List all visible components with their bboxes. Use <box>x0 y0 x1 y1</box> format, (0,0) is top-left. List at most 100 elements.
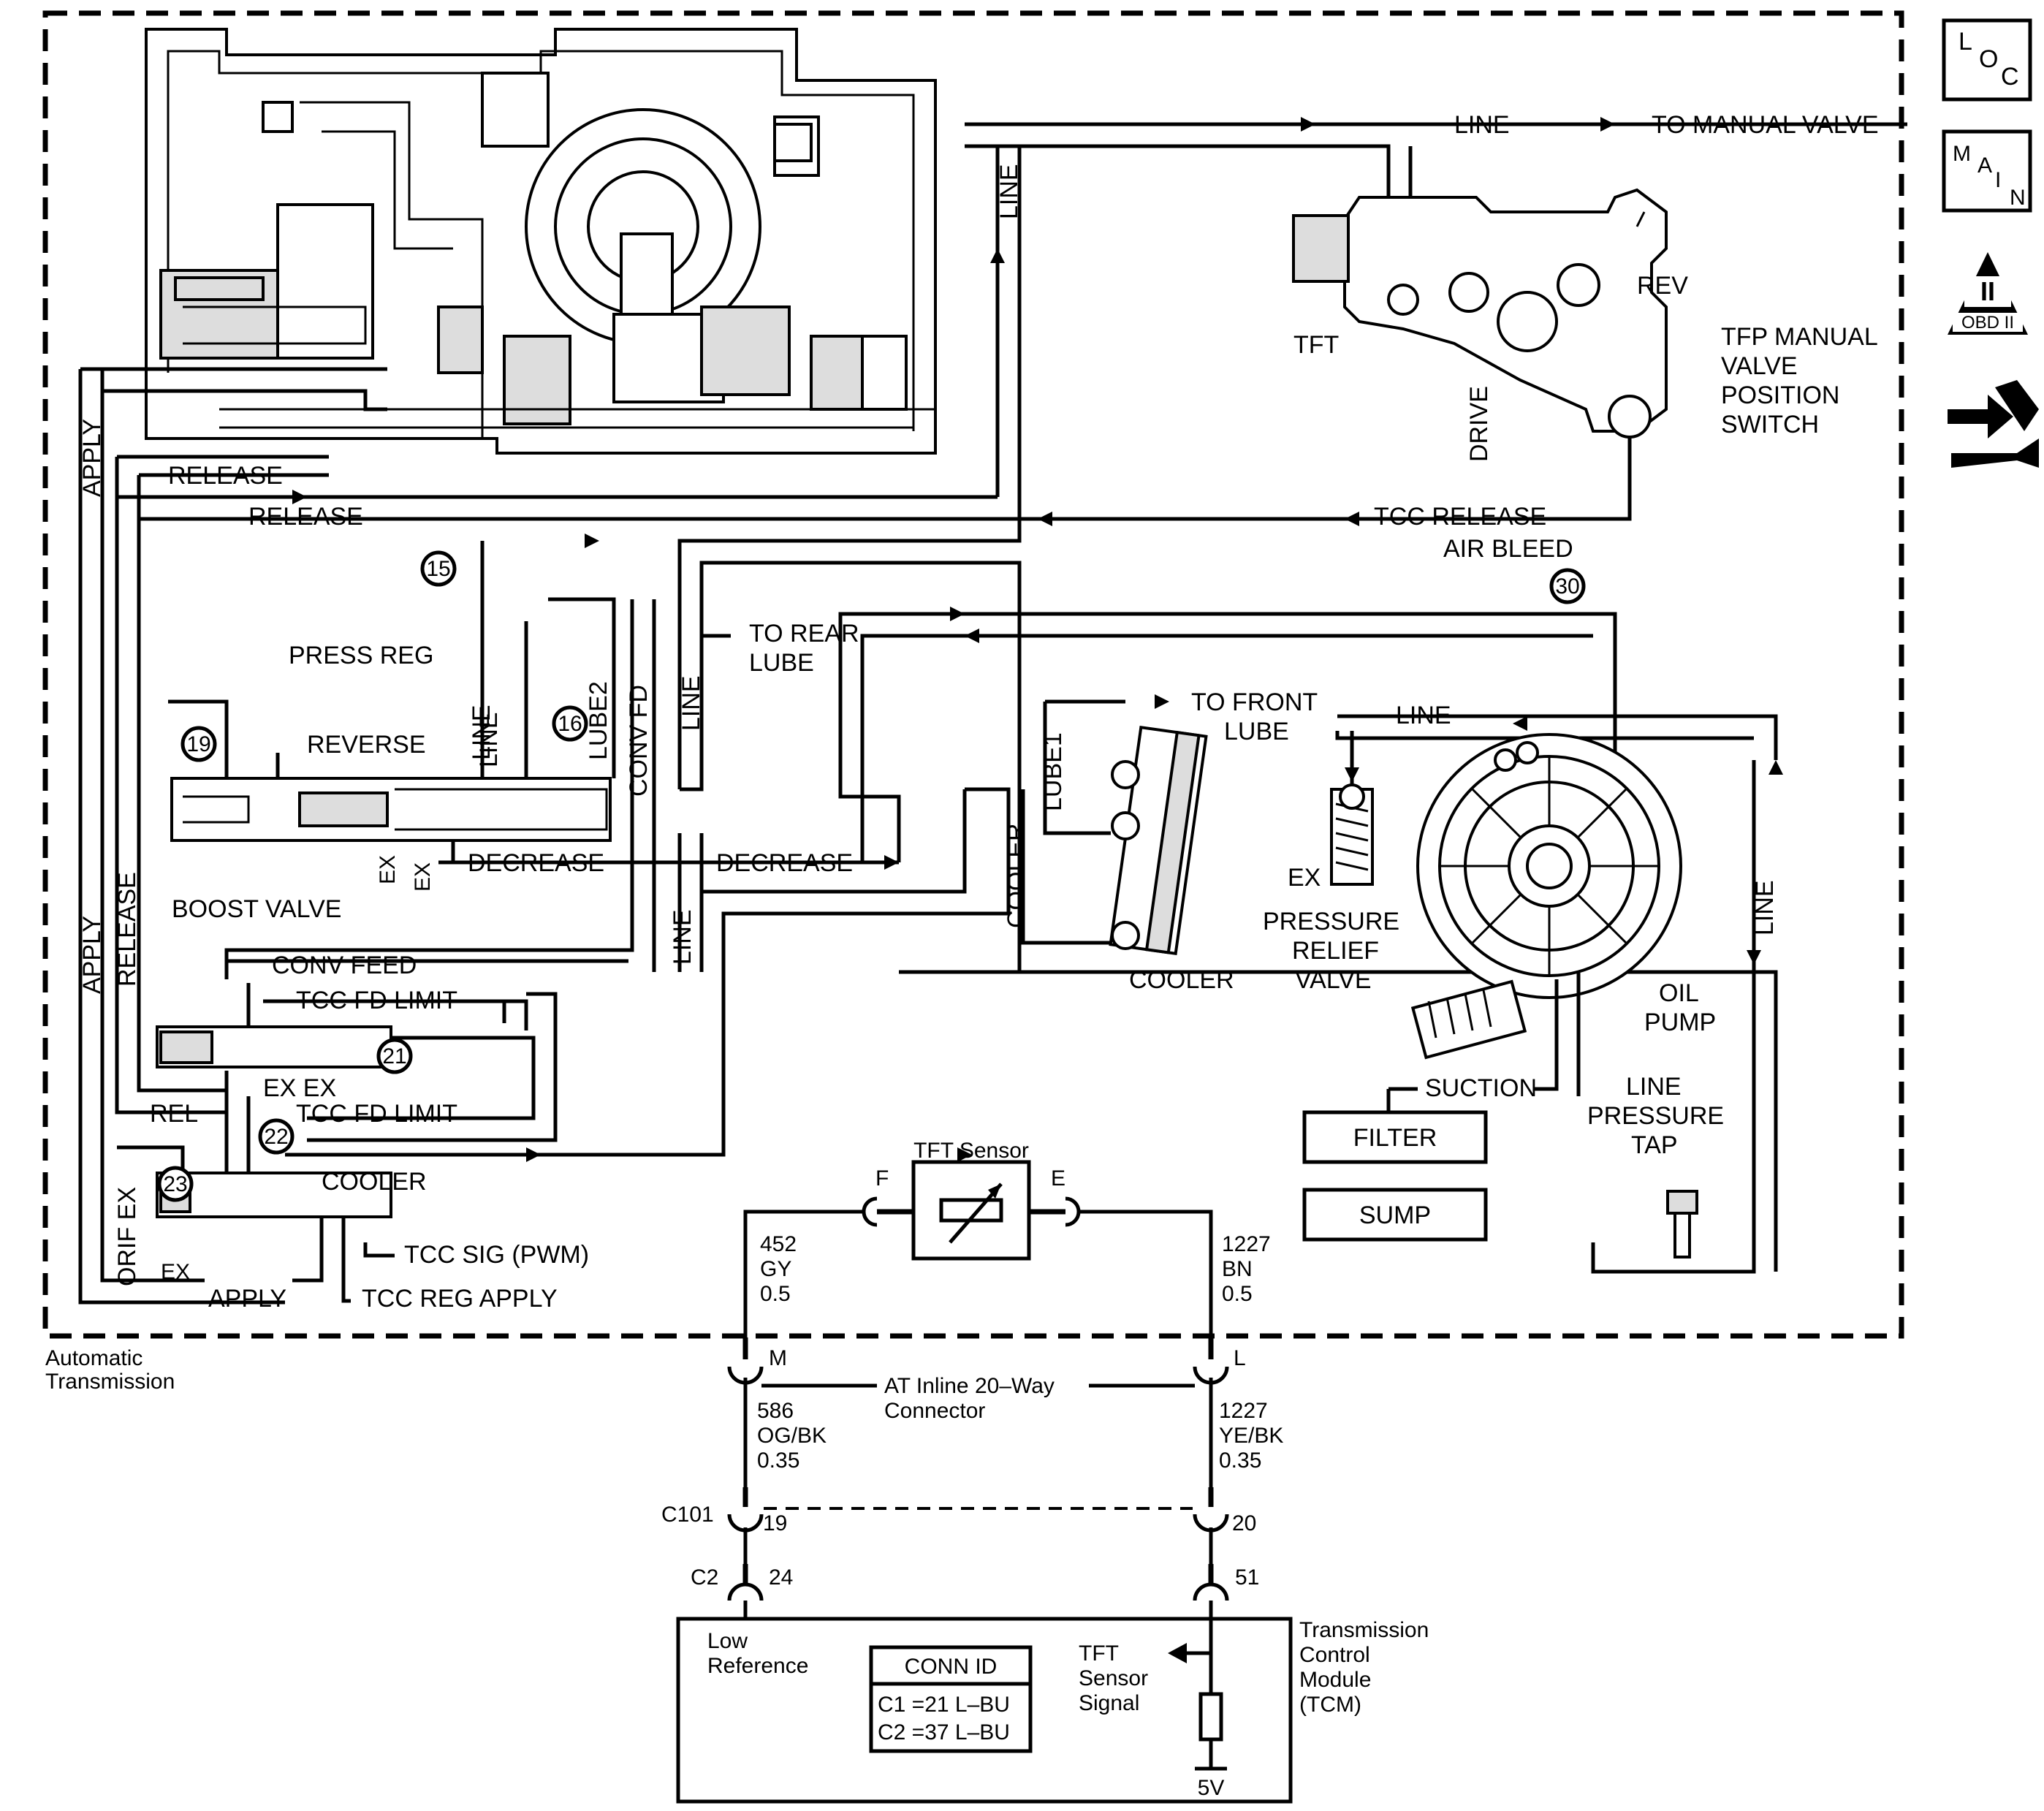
line-label-pump: LINE <box>1396 702 1451 729</box>
automatic-transmission-boundary <box>42 10 1904 1339</box>
conn-id-row-2: C2 =37 L–BU <box>878 1720 1010 1744</box>
boost-valve-label: BOOST VALVE <box>172 895 341 923</box>
at-label-1: Automatic <box>45 1346 143 1370</box>
oil-pump-1: OIL <box>1659 979 1699 1007</box>
drive-label: DRIVE <box>1465 386 1493 462</box>
air-bleed-label: AIR BLEED <box>1443 535 1573 563</box>
ex-label-tcc: EX <box>161 1260 190 1284</box>
obd-ii-icon[interactable]: II OBD II <box>1948 252 2028 335</box>
reverse-label: REVERSE <box>307 731 426 759</box>
oil-pump-drawing <box>1410 733 1682 1096</box>
line-label-vertical-1: LINE <box>995 164 1023 219</box>
svg-text:O: O <box>1979 45 1998 73</box>
svg-text:I: I <box>1995 168 2001 192</box>
apply-label-top: APPLY <box>78 419 106 497</box>
to-front-lube-1: TO FRONT <box>1191 688 1318 716</box>
wire-left-top-3: 0.5 <box>760 1282 791 1306</box>
tft-signal-2: Sensor <box>1079 1666 1148 1690</box>
inline-connector-2: Connector <box>884 1399 985 1423</box>
tft-sensor-title: TFT Sensor <box>913 1139 1029 1163</box>
line-label-vertical-2: LINE <box>677 675 705 731</box>
conn-id-row-1: C1 =21 L–BU <box>878 1693 1010 1717</box>
tfp-label-4: SWITCH <box>1721 411 1819 438</box>
wrench-arrows-icon[interactable] <box>1948 380 2039 468</box>
line-label-right: LINE <box>1751 880 1779 935</box>
pin-20: 20 <box>1232 1511 1256 1535</box>
c101-label: C101 <box>661 1503 714 1527</box>
rel-label: REL <box>150 1100 198 1128</box>
tcm-internal-circuit <box>1168 1619 1227 1771</box>
oil-pump-2: PUMP <box>1644 1009 1716 1036</box>
release-label-upper: RELEASE <box>168 462 283 490</box>
to-rear-lube-1: TO REAR <box>749 620 859 648</box>
tcm-label-4: (TCM) <box>1299 1693 1361 1717</box>
pin-m: M <box>769 1346 787 1370</box>
svg-text:OBD II: OBD II <box>1961 313 2014 333</box>
svg-text:21: 21 <box>382 1044 406 1068</box>
wire-right-top-2: BN <box>1222 1257 1253 1281</box>
filter-label: FILTER <box>1353 1124 1437 1152</box>
tfp-label-2: VALVE <box>1721 352 1798 380</box>
pin-l: L <box>1234 1346 1246 1370</box>
tcc-sig-label: TCC SIG (PWM) <box>404 1241 589 1269</box>
transmission-case-drawing <box>145 28 937 455</box>
svg-text:N: N <box>2010 186 2026 210</box>
tcm-label-1: Transmission <box>1299 1618 1429 1642</box>
low-reference-1: Low <box>707 1629 748 1653</box>
checkball-23 <box>157 1166 194 1202</box>
loc-icon[interactable]: L O C <box>1942 18 2032 102</box>
ex-ex-label: EX EX <box>263 1074 336 1102</box>
checkball-21 <box>376 1038 413 1074</box>
checkball-22 <box>258 1118 295 1155</box>
wire-left-bottom-3: 0.35 <box>757 1449 799 1473</box>
tfp-label-1: TFP MANUAL <box>1721 323 1878 351</box>
lpt-1: LINE <box>1626 1073 1682 1101</box>
at-label-2: Transmission <box>45 1370 175 1394</box>
wire-right-top-3: 0.5 <box>1222 1282 1253 1306</box>
pin-e: E <box>1051 1166 1065 1191</box>
tft-signal-1: TFT <box>1079 1641 1119 1666</box>
tcc-fd-limit-2: TCC FD LIMIT <box>296 1100 457 1128</box>
wire-1227-bn <box>1079 1210 1213 1345</box>
tfp-label-3: POSITION <box>1721 381 1839 409</box>
line-label-press-reg: LINE <box>475 712 503 767</box>
to-rear-lube-2: LUBE <box>749 649 814 677</box>
c2-connector <box>727 1564 1229 1619</box>
low-reference-2: Reference <box>707 1654 808 1678</box>
inline-connector-1: AT Inline 20–Way <box>884 1374 1055 1398</box>
c2-label: C2 <box>691 1565 718 1590</box>
ex-label-relief: EX <box>1288 864 1321 892</box>
apply-label-bottom: APPLY <box>78 916 106 994</box>
wire-right-bottom-3: 0.35 <box>1219 1449 1261 1473</box>
tcc-release-label: TCC RELEASE <box>1374 503 1546 531</box>
ex-label-1: EX <box>376 855 400 884</box>
svg-text:L: L <box>1958 28 1972 56</box>
release-label-mid: RELEASE <box>248 503 363 531</box>
line-label-top: LINE <box>1454 111 1510 139</box>
svg-text:22: 22 <box>264 1125 288 1149</box>
svg-text:C: C <box>2001 63 2019 91</box>
c101-connector <box>727 1487 1229 1533</box>
pin-f: F <box>875 1166 889 1191</box>
checkball-19 <box>181 726 217 762</box>
conv-fd-label: CONV FD <box>625 685 653 797</box>
lpt-2: PRESSURE <box>1587 1102 1724 1130</box>
lpt-3: TAP <box>1631 1131 1678 1159</box>
conv-feed-label: CONV FEED <box>272 952 417 979</box>
five-v-label: 5V <box>1198 1776 1225 1800</box>
conn-id-table <box>869 1645 1033 1753</box>
checkball-16 <box>552 705 588 742</box>
apply-release-passages <box>78 367 1632 1305</box>
tcc-valves <box>117 959 628 1303</box>
wire-right-bottom-1: 1227 <box>1219 1399 1268 1423</box>
flow-arrows <box>292 117 1783 1162</box>
wire-left-top-2: GY <box>760 1257 791 1281</box>
cooler-drawing <box>1021 699 1208 956</box>
svg-text:16: 16 <box>558 712 582 736</box>
tcc-fd-limit-1: TCC FD LIMIT <box>296 987 457 1014</box>
pressure-relief-2: RELIEF <box>1292 937 1379 965</box>
to-manual-valve-label: TO MANUAL VALVE <box>1652 111 1879 139</box>
main-icon[interactable]: M A I N <box>1942 129 2032 213</box>
at-inline-connector <box>727 1337 1229 1388</box>
